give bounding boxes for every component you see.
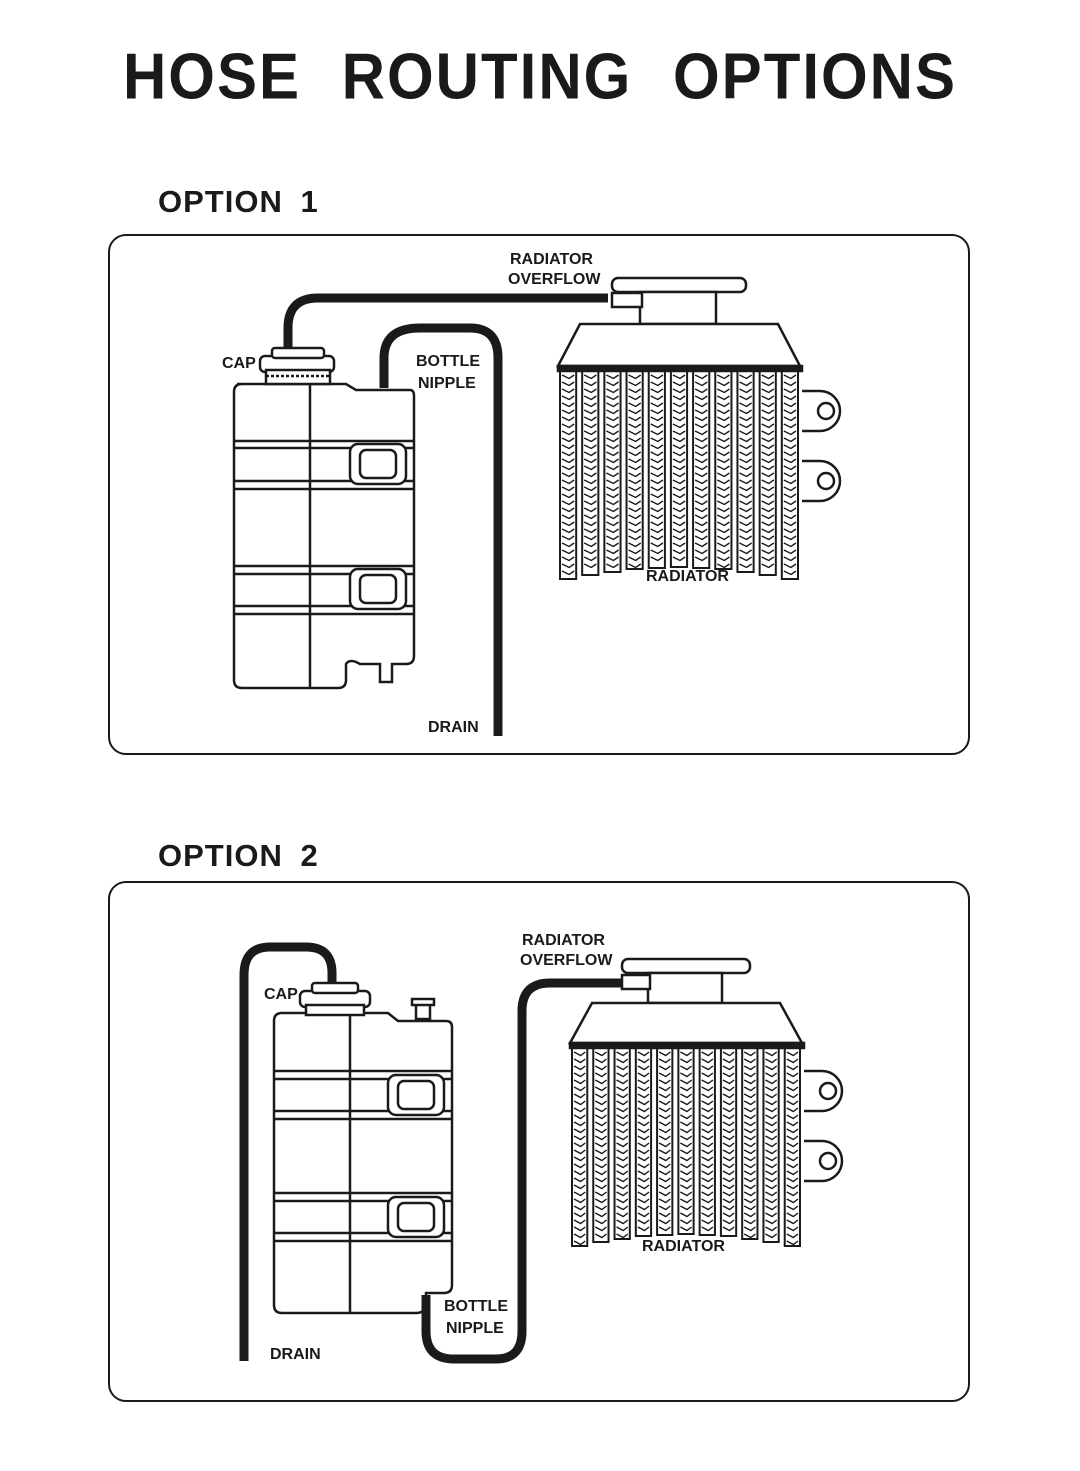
- hose-icon: [283, 293, 608, 736]
- radiator-icon: [567, 957, 844, 1247]
- radiator-icon: [555, 276, 842, 580]
- bottle-nipple-label-line-2: NIPPLE: [446, 1320, 504, 1337]
- option-1-heading: OPTION 1: [158, 184, 319, 219]
- option-1-panel: RADIATOR OVERFLOW CAP BOTTLE NIPPLE RADI…: [108, 234, 970, 755]
- drain-label: DRAIN: [270, 1346, 321, 1363]
- radiator-overflow-label: RADIATOR: [522, 932, 605, 949]
- option-2-heading: OPTION 2: [158, 838, 319, 873]
- cap-label: CAP: [264, 986, 298, 1003]
- bottle-icon: [272, 981, 454, 1315]
- drain-label: DRAIN: [428, 719, 479, 736]
- bottle-nipple-label: BOTTLE: [444, 1298, 508, 1315]
- radiator-overflow-label-line-2: OVERFLOW: [508, 271, 601, 288]
- bottle-nipple-label-line-2: NIPPLE: [418, 375, 476, 392]
- bottle-nipple-label: BOTTLE: [416, 353, 480, 370]
- option-2-panel: RADIATOR OVERFLOW CAP BOTTLE NIPPLE RADI…: [108, 881, 970, 1402]
- radiator-overflow-label: RADIATOR: [510, 251, 593, 268]
- hose-icon: [239, 942, 622, 1364]
- radiator-overflow-label-line-2: OVERFLOW: [520, 952, 613, 969]
- cap-label: CAP: [222, 355, 256, 372]
- option-1-diagram: RADIATOR OVERFLOW CAP BOTTLE NIPPLE RADI…: [222, 251, 842, 736]
- radiator-label: RADIATOR: [646, 568, 729, 585]
- page-title: HOSE ROUTING OPTIONS: [122, 40, 958, 113]
- bottle-icon: [232, 346, 416, 690]
- option-2-diagram: RADIATOR OVERFLOW CAP BOTTLE NIPPLE RADI…: [239, 932, 844, 1364]
- radiator-label: RADIATOR: [642, 1238, 725, 1255]
